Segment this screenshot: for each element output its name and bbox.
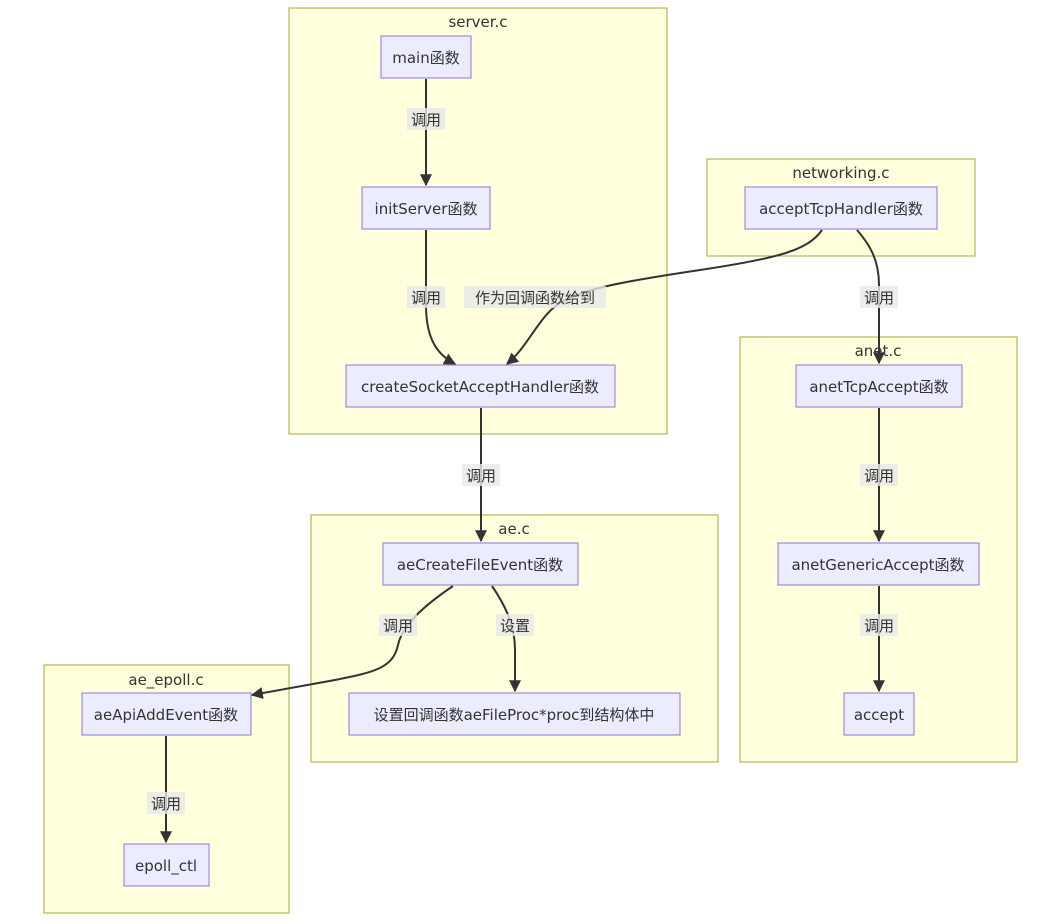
- edge-label-aecreate-setproc: 设置: [496, 614, 534, 636]
- svg-text:调用: 调用: [411, 111, 441, 129]
- svg-text:设置回调函数aeFileProc*proc到结构体中: 设置回调函数aeFileProc*proc到结构体中: [374, 706, 655, 724]
- node-create-socket-accept-handler[interactable]: createSocketAcceptHandler函数: [345, 364, 616, 408]
- svg-text:epoll_ctl: epoll_ctl: [135, 857, 197, 876]
- svg-text:调用: 调用: [466, 467, 496, 485]
- edge-label-main-initserver: 调用: [407, 108, 445, 130]
- edge-label-aeapi-epoll: 调用: [147, 792, 185, 814]
- svg-text:调用: 调用: [383, 617, 413, 635]
- svg-text:调用: 调用: [151, 795, 181, 813]
- edge-label-anettcp-anetgeneric: 调用: [860, 464, 898, 486]
- svg-text:acceptTcpHandler函数: acceptTcpHandler函数: [759, 200, 923, 218]
- node-accept-tcp-handler[interactable]: acceptTcpHandler函数: [744, 186, 938, 230]
- svg-text:设置: 设置: [500, 617, 530, 635]
- edge-accepttcp-anettcp: [856, 229, 885, 365]
- svg-text:调用: 调用: [864, 289, 894, 307]
- edge-label-anetgeneric-accept: 调用: [860, 614, 898, 636]
- svg-text:调用: 调用: [864, 467, 894, 485]
- edge-aecreate-aeapi: [250, 585, 454, 699]
- svg-text:initServer函数: initServer函数: [375, 200, 478, 218]
- svg-text:aeCreateFileEvent函数: aeCreateFileEvent函数: [397, 556, 563, 574]
- node-main[interactable]: main函数: [380, 35, 472, 79]
- cluster-ae-title: ae.c: [498, 520, 529, 538]
- svg-text:调用: 调用: [864, 617, 894, 635]
- svg-text:调用: 调用: [411, 289, 441, 307]
- edge-label-accepttcp-anettcp: 调用: [860, 286, 898, 308]
- edge-accepttcp-create: [506, 229, 823, 365]
- edge-label-accepttcp-create: 作为回调函数给到: [464, 286, 606, 308]
- node-accept[interactable]: accept: [843, 692, 915, 736]
- svg-text:anetTcpAccept函数: anetTcpAccept函数: [809, 378, 948, 396]
- node-epoll-ctl[interactable]: epoll_ctl: [123, 843, 210, 887]
- node-ae-create-file-event[interactable]: aeCreateFileEvent函数: [382, 542, 579, 586]
- svg-text:accept: accept: [854, 706, 904, 724]
- cluster-ae-epoll-title: ae_epoll.c: [128, 671, 203, 690]
- node-ae-api-add-event[interactable]: aeApiAddEvent函数: [81, 692, 252, 736]
- node-set-proc[interactable]: 设置回调函数aeFileProc*proc到结构体中: [348, 692, 681, 736]
- svg-text:aeApiAddEvent函数: aeApiAddEvent函数: [94, 706, 238, 724]
- svg-text:main函数: main函数: [392, 49, 459, 67]
- edge-label-aecreate-aeapi: 调用: [379, 614, 417, 636]
- cluster-server-title: server.c: [448, 13, 507, 31]
- edge-label-create-aecreate: 调用: [462, 464, 500, 486]
- edge-label-initserver-create: 调用: [407, 286, 445, 308]
- cluster-networking-title: networking.c: [792, 164, 889, 182]
- node-anet-tcp-accept[interactable]: anetTcpAccept函数: [795, 364, 963, 408]
- node-initserver[interactable]: initServer函数: [361, 186, 491, 230]
- svg-text:anetGenericAccept函数: anetGenericAccept函数: [791, 556, 964, 574]
- svg-text:作为回调函数给到: 作为回调函数给到: [475, 289, 595, 307]
- node-anet-generic-accept[interactable]: anetGenericAccept函数: [777, 542, 980, 586]
- svg-text:createSocketAcceptHandler函数: createSocketAcceptHandler函数: [361, 378, 599, 396]
